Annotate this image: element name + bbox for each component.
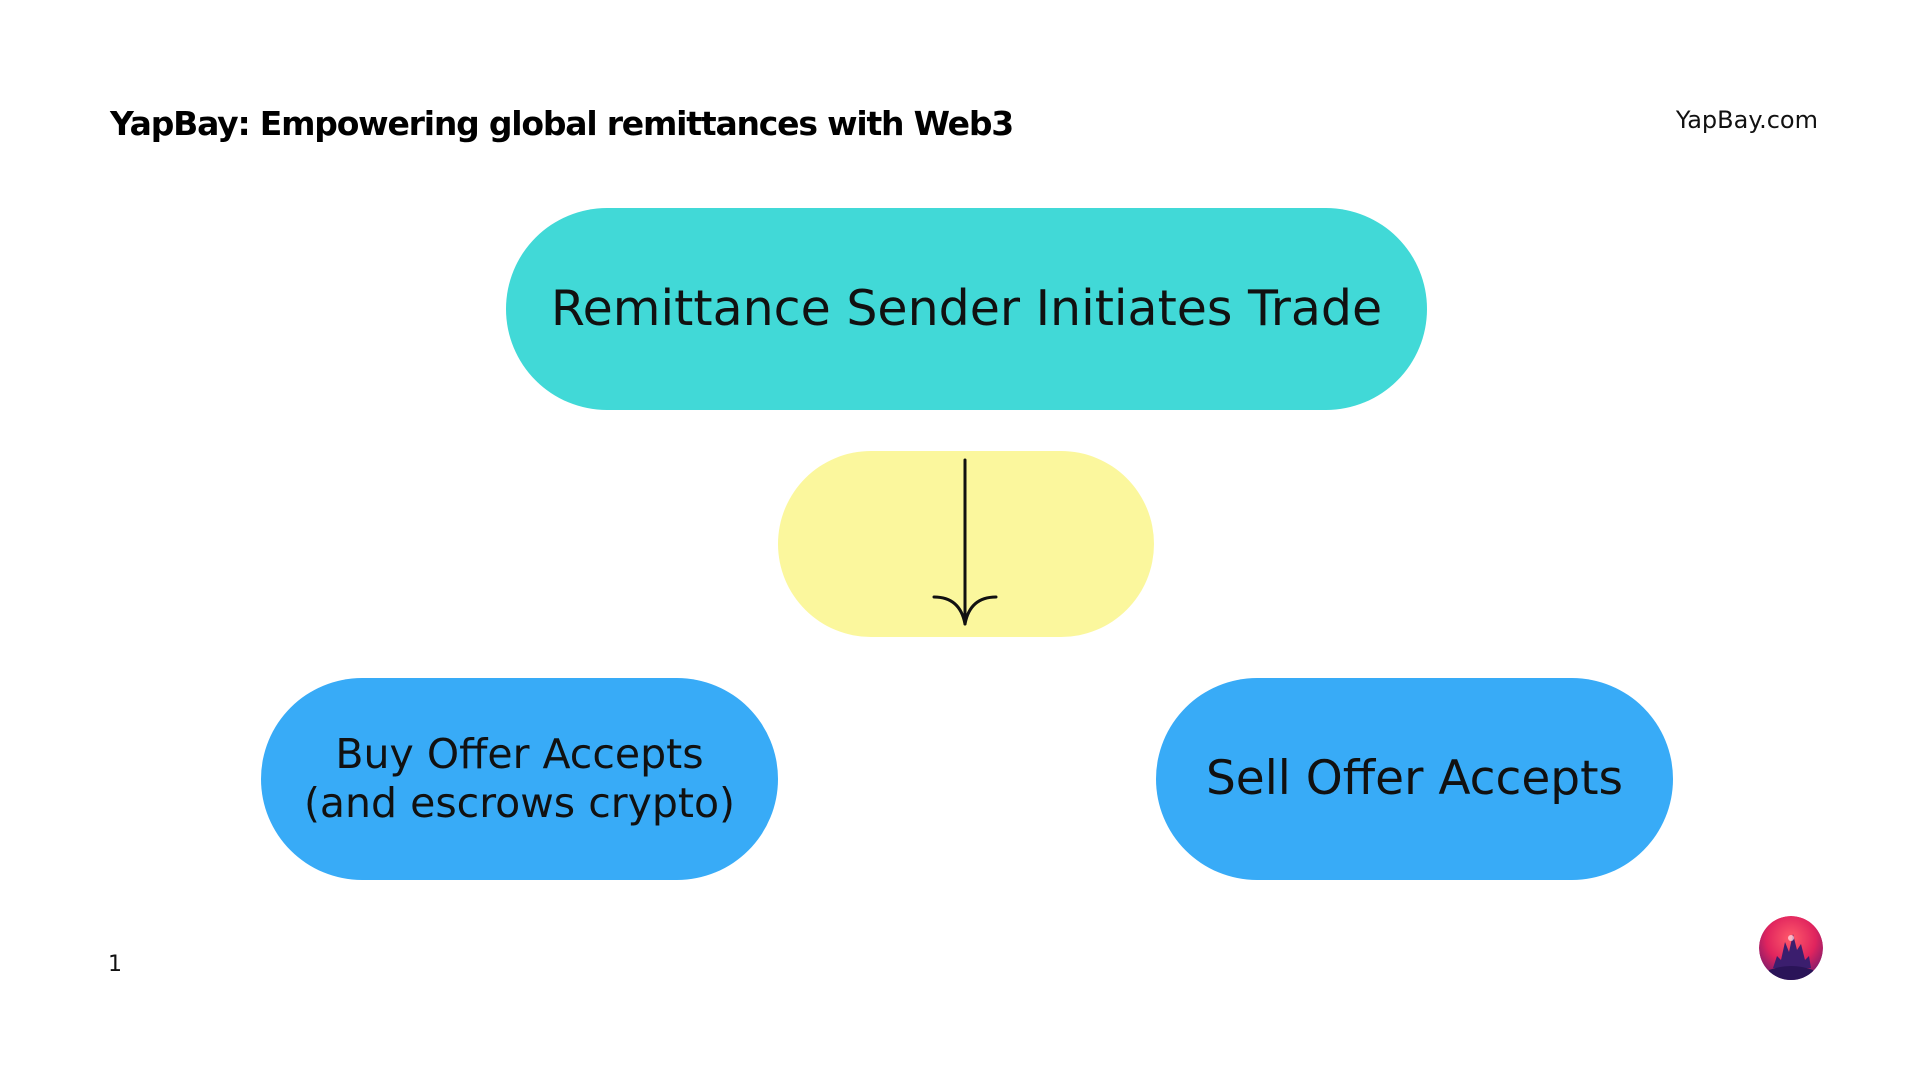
site-url: YapBay.com (1675, 106, 1818, 134)
node-sell-offer: Sell Offer Accepts (1156, 678, 1673, 880)
node-remittance-sender: Remittance Sender Initiates Trade (506, 208, 1427, 410)
node-remittance-sender-label: Remittance Sender Initiates Trade (550, 279, 1383, 337)
page-number: 1 (108, 952, 122, 977)
yapbay-logo-icon (1759, 916, 1823, 980)
arrow-down-icon (932, 458, 998, 626)
node-buy-offer-line2: (and escrows crypto) (303, 779, 736, 827)
node-buy-offer: Buy Offer Accepts (and escrows crypto) (261, 678, 778, 880)
node-sell-offer-label: Sell Offer Accepts (1205, 750, 1624, 806)
node-buy-offer-line1: Buy Offer Accepts (335, 729, 704, 778)
slide-title: YapBay: Empowering global remittances wi… (110, 104, 1014, 143)
